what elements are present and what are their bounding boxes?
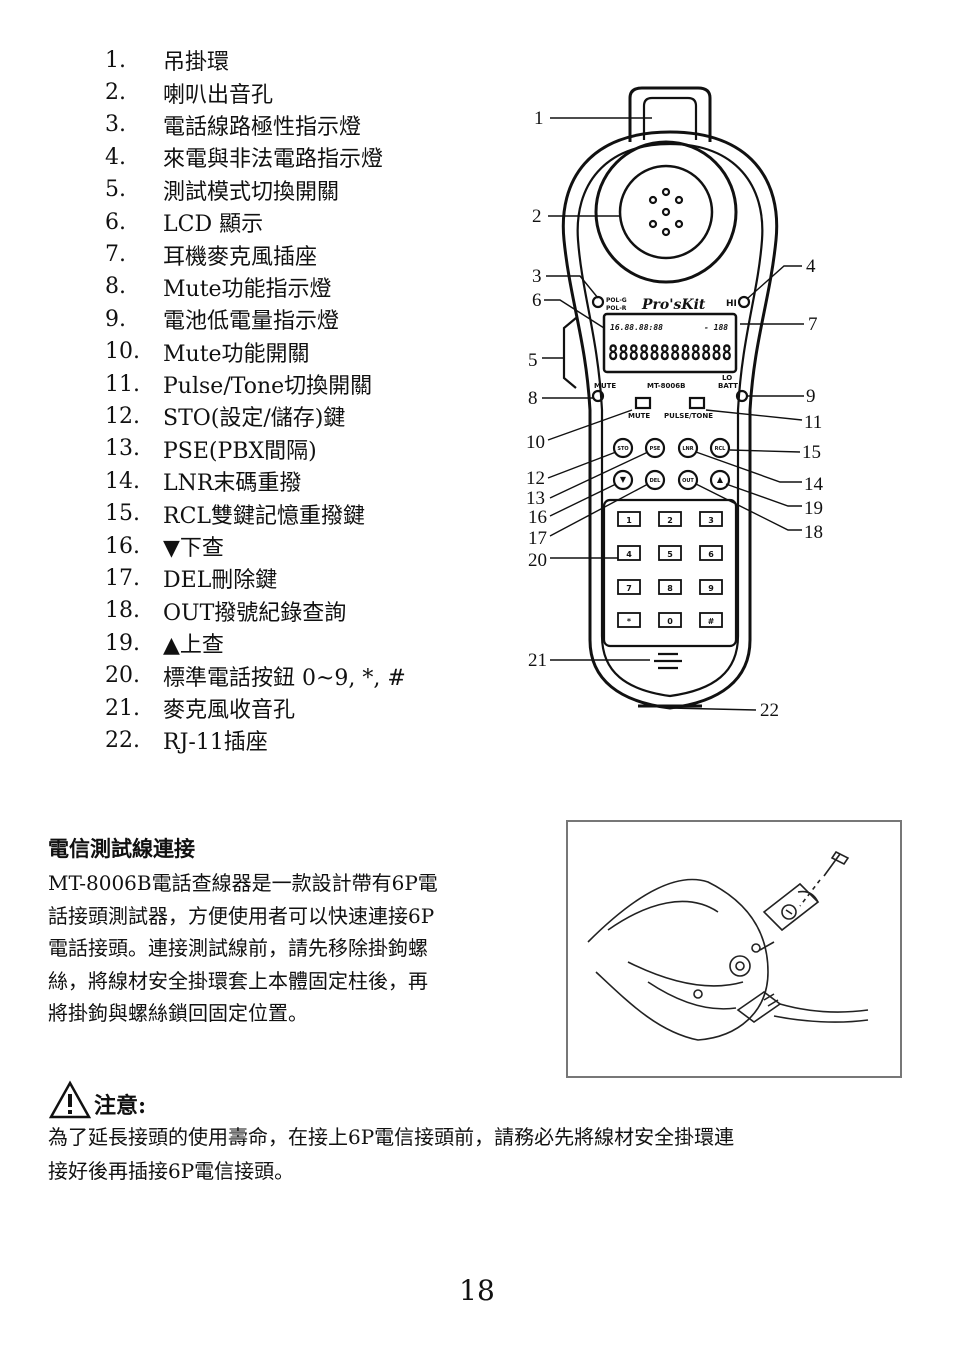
- caution-header: 注意:: [48, 1068, 928, 1120]
- legend-item: 13.PSE(PBX間隔): [105, 436, 317, 464]
- callout-16: 16: [528, 507, 547, 528]
- caution-note: 注意: 為了延長接頭的使用壽命，在接上6P電信接頭前，請務必先將線材安全掛環連 …: [48, 1068, 928, 1188]
- lcd-right-readout: - 188: [704, 323, 728, 332]
- section-title: 電信測試線連接: [48, 836, 195, 861]
- caution-line: 為了延長接頭的使用壽命，在接上6P電信接頭前，請務必先將線材安全掛環連: [48, 1125, 735, 1149]
- legend-item: 5.測試模式切換開關: [105, 177, 340, 205]
- key-out: OUT: [682, 478, 694, 484]
- key-pse: PSE: [650, 446, 661, 452]
- lcd-digits: 888888888888: [608, 341, 732, 365]
- callout-20: 20: [528, 550, 547, 571]
- legend-item: 16.▼下查: [105, 533, 224, 562]
- legend-item: 18.OUT撥號紀錄查詢: [105, 598, 347, 626]
- pol-g-label: POL-G: [606, 297, 627, 304]
- key-5: 5: [667, 550, 673, 559]
- legend-item: 21.麥克風收音孔: [105, 695, 296, 724]
- mute-led-label: MUTE: [594, 382, 616, 390]
- legend-item: 14.LNR末碼重撥: [105, 468, 302, 497]
- callout-14: 14: [804, 474, 824, 495]
- mute-switch-label: MUTE: [628, 412, 650, 420]
- key-3: 3: [708, 516, 714, 525]
- key-down: ▼: [620, 475, 627, 484]
- callout-2: 2: [532, 206, 542, 227]
- legend-item: 2.喇叭出音孔: [105, 80, 274, 108]
- section-line: 將掛鉤與螺絲鎖回固定位置。: [48, 1001, 308, 1025]
- legend-item: 7.耳機麥克風插座: [105, 242, 318, 270]
- key-0: 0: [667, 617, 673, 626]
- brand-logo: Pro'sKit: [641, 297, 706, 313]
- callout-18: 18: [804, 522, 823, 543]
- callout-7: 7: [808, 314, 818, 335]
- section-line: 電話接頭。連接測試線前，請先移除掛鉤螺: [48, 936, 428, 960]
- lo-label: LO: [722, 374, 732, 382]
- key-8: 8: [667, 584, 673, 593]
- parts-legend: 1.吊掛環 2.喇叭出音孔 3.電話線路極性指示燈 4.來電與非法電路指示燈 5…: [105, 44, 525, 757]
- legend-item: 10.Mute功能開關: [105, 339, 310, 367]
- callout-22: 22: [760, 700, 779, 721]
- callout-11: 11: [804, 412, 822, 433]
- key-6: 6: [708, 550, 714, 559]
- caution-line: 接好後再插接6P電信接頭。: [48, 1159, 295, 1183]
- legend-item: 3.電話線路極性指示燈: [105, 112, 362, 140]
- legend-item: 8.Mute功能指示燈: [105, 274, 332, 302]
- warning-triangle-icon: [48, 1080, 92, 1119]
- legend-item: 9.電池低電量指示燈: [105, 306, 340, 335]
- callout-17: 17: [528, 528, 547, 549]
- callout-19: 19: [804, 498, 823, 519]
- callout-21: 21: [528, 650, 547, 671]
- key-rcl: RCL: [715, 446, 727, 452]
- key-9: 9: [708, 584, 714, 593]
- pulse-tone-switch-label: PULSE/TONE: [664, 412, 713, 420]
- model-label: MT-8006B: [647, 382, 685, 390]
- callout-9: 9: [806, 386, 816, 407]
- page-number: 18: [459, 1274, 495, 1307]
- section-line: 絲，將線材安全掛環套上本體固定柱後，再: [48, 968, 428, 993]
- key-7: 7: [626, 584, 632, 593]
- key-del: DEL: [650, 478, 662, 484]
- callout-15: 15: [802, 442, 821, 463]
- hi-label: HI: [726, 299, 737, 309]
- callout-12: 12: [526, 468, 545, 489]
- legend-item: 6.LCD 顯示: [105, 209, 264, 238]
- hook-illustration: [566, 820, 902, 1078]
- key-sto: STO: [617, 446, 628, 452]
- lcd-top-readout: 16.88.88:88: [610, 323, 663, 332]
- callout-6: 6: [532, 290, 542, 311]
- legend-item: 1.吊掛環: [105, 47, 230, 76]
- key-hash: #: [708, 617, 715, 626]
- batt-label: BATT: [718, 382, 738, 390]
- callout-3: 3: [532, 266, 542, 287]
- key-up: ▲: [717, 475, 724, 484]
- key-star: *: [627, 617, 632, 626]
- callout-10: 10: [526, 432, 545, 453]
- legend-item: 19.▲上查: [105, 630, 224, 659]
- pol-r-label: POL-R: [606, 305, 627, 312]
- legend-item: 4.來電與非法電路指示燈: [105, 144, 384, 173]
- key-lnr: LNR: [682, 446, 693, 452]
- caution-title: 注意:: [94, 1093, 147, 1119]
- legend-item: 22.RJ-11插座: [105, 727, 268, 756]
- section-line: MT-8006B電話查線器是一款設計帶有6P電: [48, 871, 438, 895]
- callout-13: 13: [526, 488, 545, 509]
- callout-8: 8: [528, 388, 538, 409]
- tester-diagram: 1 2 3 4 5 6 7 8 9 * 0 # STO PSE LNR RCL …: [526, 86, 824, 721]
- test-cable-section: 電信測試線連接 MT-8006B電話查線器是一款設計帶有6P電 話接頭測試器，方…: [48, 833, 548, 1030]
- section-line: 話接頭測試器，方便使用者可以快速連接6P: [48, 903, 435, 928]
- key-1: 1: [626, 516, 632, 525]
- key-4: 4: [626, 550, 632, 559]
- legend-item: 15.RCL雙鍵記憶重撥鍵: [105, 501, 366, 529]
- callout-1: 1: [534, 108, 544, 129]
- callout-4: 4: [806, 256, 816, 277]
- key-2: 2: [667, 516, 673, 525]
- legend-item: 11.Pulse/Tone切換開關: [105, 371, 373, 400]
- legend-item: 20.標準電話按鈕 0~9, *, #: [105, 663, 406, 691]
- legend-item: 17.DEL刪除鍵: [105, 565, 278, 594]
- legend-item: 12.STO(設定/儲存)鍵: [105, 403, 346, 432]
- callout-5: 5: [528, 350, 538, 371]
